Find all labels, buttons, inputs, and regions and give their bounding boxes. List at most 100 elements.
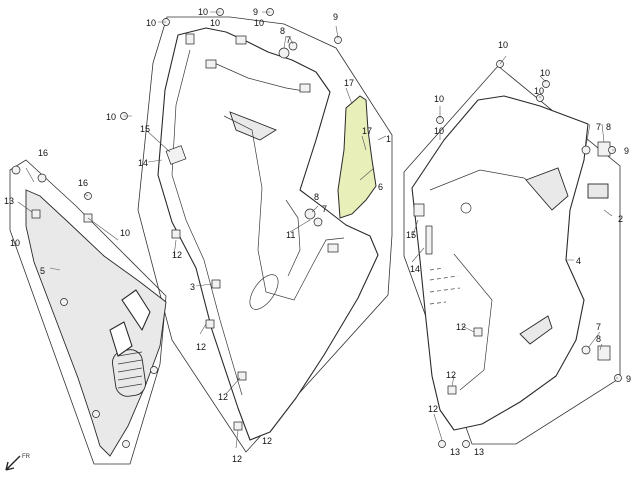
grommet-right-a	[581, 145, 591, 155]
cover-slot-b	[109, 321, 133, 357]
callout-label: 9	[624, 146, 629, 156]
callout-label: 13	[4, 196, 14, 206]
callout-label: 1	[386, 134, 391, 144]
callout-label: 9	[253, 7, 258, 17]
grommet-7-mid	[313, 217, 323, 227]
callout-label: 3	[190, 282, 195, 292]
callout-label: 10	[146, 18, 156, 28]
fasteners	[84, 8, 622, 448]
callout-label: 15	[140, 124, 150, 134]
callout-label: 7	[596, 122, 601, 132]
callout-label: 10	[10, 238, 20, 248]
callout-label: 16	[38, 148, 48, 158]
inner-curve	[285, 199, 301, 277]
inner-ridge	[211, 61, 311, 93]
cowl-vent	[519, 315, 553, 345]
inner-panel	[157, 27, 379, 441]
callout-label: 8	[596, 334, 601, 344]
callout-label: 13	[474, 447, 484, 457]
callout-label: 10	[198, 7, 208, 17]
callout-label: 10	[120, 228, 130, 238]
screw-left-b	[92, 410, 100, 418]
front-arrow-icon	[5, 455, 21, 471]
inner-channel	[223, 115, 345, 301]
callout-label: 10	[434, 126, 444, 136]
inner-vent	[249, 274, 279, 310]
callout-label: 10	[540, 68, 550, 78]
decal-a	[587, 183, 609, 199]
callout-label: 6	[378, 182, 383, 192]
clip-a	[211, 279, 221, 289]
clip-right-c	[473, 327, 483, 337]
cowl-crease	[453, 253, 493, 391]
callout-label: 13	[450, 447, 460, 457]
bolt-16-a	[11, 165, 21, 175]
cowl-hole	[460, 202, 472, 214]
callout-label: 8	[314, 192, 319, 202]
clip-top-c	[185, 33, 195, 45]
leader-lines	[17, 11, 618, 449]
front-indicator: FR	[5, 454, 31, 471]
callout-label: 7	[596, 322, 601, 332]
clip-d	[233, 421, 243, 431]
cover-slot-a	[121, 289, 151, 331]
bolt-16-b	[37, 173, 47, 183]
side-cowl-assembly	[403, 65, 621, 445]
screw-left-a	[60, 298, 68, 306]
grommet-8-top	[278, 47, 290, 59]
grommet-right-b	[597, 141, 611, 157]
callout-label: 7	[286, 35, 291, 45]
clip-left-a	[31, 209, 41, 219]
callout-label: 12	[428, 404, 438, 414]
callout-label: 12	[172, 250, 182, 260]
side-cowl	[411, 95, 589, 431]
callout-label: 16	[78, 178, 88, 188]
clip-g	[299, 83, 311, 93]
inner-bracket	[165, 145, 187, 165]
screw-13-b	[462, 440, 470, 448]
clip-e	[171, 229, 181, 239]
callout-label: 10	[254, 18, 264, 28]
callout-label: 15	[406, 230, 416, 240]
cowl-recess	[525, 167, 569, 211]
callout-label: 8	[606, 122, 611, 132]
callout-label: 8	[280, 26, 285, 36]
clip-b	[205, 319, 215, 329]
clip-c	[237, 371, 247, 381]
clip-right-d	[447, 385, 457, 395]
clip-top-b	[235, 35, 247, 45]
front-label: FR	[22, 454, 31, 460]
clip-right-a	[413, 203, 425, 217]
inner-recess	[229, 111, 277, 141]
callouts: 10 10 9 9 10 8 7 15 14 16 16 13 10 5 12 …	[4, 7, 631, 464]
callout-label: 12	[262, 436, 272, 446]
callout-label: 12	[232, 454, 242, 464]
cowl-decals	[429, 267, 461, 305]
callout-label: 7	[322, 204, 327, 214]
callout-label: 5	[40, 266, 45, 276]
callout-label: 4	[576, 256, 581, 266]
callout-label: 11	[286, 230, 295, 240]
inner-edge	[171, 49, 243, 396]
screw-13-a	[438, 440, 446, 448]
callout-label: 12	[218, 392, 228, 402]
screw-left-c	[122, 440, 130, 448]
side-cowl-boundary	[403, 65, 621, 445]
callout-label: 12	[446, 370, 456, 380]
inner-panel-assembly	[137, 16, 393, 453]
callout-label: 17	[344, 78, 354, 88]
clip-top-a	[205, 59, 217, 69]
callout-label: 10	[106, 112, 116, 122]
grille-slats	[117, 351, 143, 389]
grommet-right-d	[597, 345, 611, 361]
callout-label: 14	[138, 158, 148, 168]
callout-label: 2	[618, 214, 623, 224]
callout-label: 9	[333, 12, 338, 22]
callout-label: 10	[498, 40, 508, 50]
assembly-boundary	[137, 16, 393, 453]
lower-cover-assembly	[9, 159, 167, 465]
screw-10-e	[542, 80, 550, 88]
callout-label: 10	[210, 18, 220, 28]
